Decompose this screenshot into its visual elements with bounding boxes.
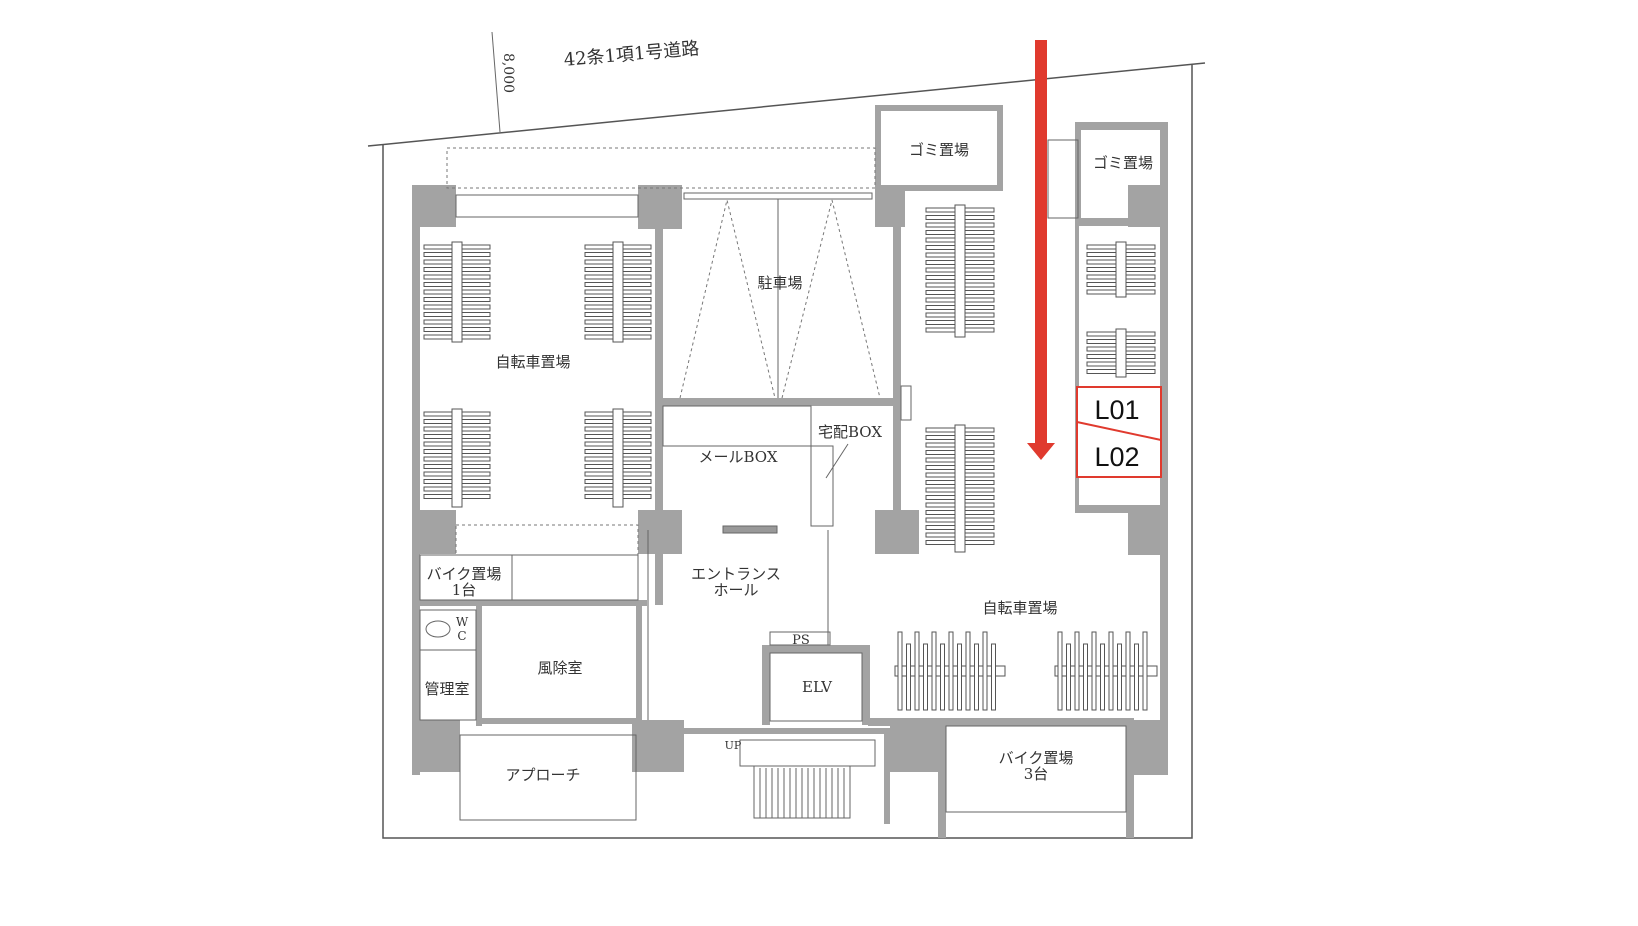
- room-label-bike-1b: 1台: [452, 581, 477, 599]
- bicycle-rack: [1086, 241, 1156, 298]
- bicycle-rack: [925, 424, 995, 553]
- room-label-garbage-center: ゴミ置場: [909, 141, 969, 159]
- road-edge-line: [367, 62, 1206, 147]
- room-label-windbreak: 風除室: [537, 659, 582, 677]
- room-label-entrance-2: ホール: [713, 581, 758, 599]
- room-label-bike-3b: 3台: [1024, 765, 1049, 783]
- room-label-bicycle-left: 自転車置場: [495, 353, 570, 371]
- room-label-parking: 駐車場: [757, 274, 802, 292]
- road-width-label: 8,000: [500, 53, 516, 93]
- bicycle-rack: [894, 631, 1006, 711]
- room-label-entrance-1: エントランス: [691, 565, 781, 583]
- room-label-wc-1: W: [456, 615, 469, 629]
- unit-markers: L01 L02: [1076, 386, 1162, 478]
- bicycle-rack: [584, 241, 652, 343]
- marker-l01: L01: [1094, 395, 1139, 425]
- bicycle-rack: [1086, 328, 1156, 378]
- room-label-mail-box: メールBOX: [698, 448, 777, 466]
- room-label-approach: アプローチ: [505, 766, 580, 784]
- room-label-ps: PS: [792, 633, 810, 648]
- direction-arrow: [1027, 40, 1055, 460]
- bicycle-rack: [423, 408, 491, 508]
- room-label-elv: ELV: [802, 678, 833, 696]
- marker-l02: L02: [1094, 442, 1139, 472]
- toilet-icon: [425, 620, 451, 638]
- room-label-wc-2: C: [457, 629, 466, 643]
- room-label-bike-1a: バイク置場: [427, 565, 502, 583]
- delivery-box-leader: [825, 443, 849, 479]
- building-outline: [412, 105, 1168, 838]
- room-label-garbage-right: ゴミ置場: [1093, 154, 1153, 172]
- bicycle-rack: [423, 241, 491, 343]
- road-label: 42条1項1号道路: [563, 38, 700, 71]
- bicycle-rack: [925, 204, 995, 338]
- room-label-bicycle-right: 自転車置場: [982, 599, 1057, 617]
- bicycle-rack: [584, 408, 652, 508]
- room-label-delivery-box: 宅配BOX: [818, 423, 882, 441]
- road-width-dimension-line: [491, 31, 501, 133]
- bicycle-rack: [1054, 631, 1158, 711]
- staircase: [739, 739, 876, 818]
- room-label-up: UP: [725, 739, 742, 752]
- l01-l02-divider: [1076, 421, 1162, 441]
- room-label-bike-3a: バイク置場: [999, 749, 1074, 767]
- bicycle-racks: [423, 204, 1158, 711]
- room-label-management: 管理室: [424, 680, 469, 698]
- site-boundary: [382, 65, 1193, 839]
